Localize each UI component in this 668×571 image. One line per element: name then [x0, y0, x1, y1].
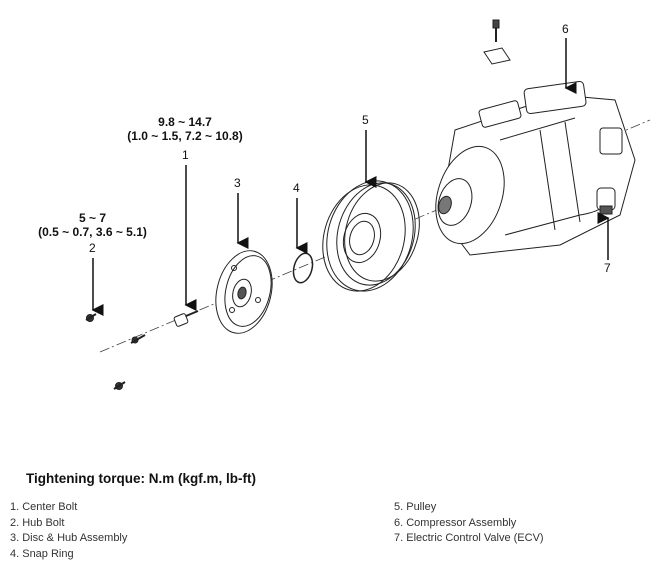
callout-5-number: 5: [362, 113, 369, 127]
snap-ring-drawing: [292, 252, 314, 284]
callout-3-number: 3: [234, 176, 241, 190]
center-bolt-drawing: [173, 310, 199, 327]
legend-item-center-bolt: 1. Center Bolt: [10, 501, 78, 513]
callout-2-torque-other: (0.5 ~ 0.7, 3.6 ~ 5.1): [38, 225, 147, 239]
callout-center-bolt-torque: 9.8 ~ 14.7 (1.0 ~ 1.5, 7.2 ~ 10.8): [120, 115, 250, 143]
legend-item-hub-bolt: 2. Hub Bolt: [10, 516, 65, 529]
torque-units-heading: Tightening torque: N.m (kgf.m, lb-ft): [26, 471, 256, 486]
callout-4-number: 4: [293, 181, 300, 195]
legend-item-ecv: 7. Electric Control Valve (ECV): [394, 532, 544, 544]
legend-right-column: 5. Pulley 6. Compressor Assembly 7. Elec…: [394, 500, 544, 547]
legend-item-pulley: 5. Pulley: [394, 501, 437, 513]
callout-2-torque-nm: 5 ~ 7: [78, 211, 107, 225]
pulley-drawing: [322, 180, 420, 292]
compressor-drawing: [435, 80, 636, 256]
legend-left-column: 1. Center Bolt 2. Hub Bolt 3. Disc & Hub…: [10, 500, 127, 562]
callout-1-torque-other: (1.0 ~ 1.5, 7.2 ~ 10.8): [127, 129, 243, 143]
callout-2-number: 2: [89, 241, 96, 255]
ecv-drawing: [596, 187, 616, 215]
exploded-view-diagram: [85, 19, 651, 390]
disc-hub-drawing: [215, 250, 273, 334]
callout-1-torque-nm: 9.8 ~ 14.7: [158, 115, 212, 129]
hub-bolt-drawing: [85, 313, 146, 390]
legend-item-disc-hub: 3. Disc & Hub Assembly: [10, 532, 128, 544]
bracket-bolt-drawing: [483, 19, 511, 65]
leader-lines: [91, 38, 610, 316]
callout-6-number: 6: [562, 22, 569, 36]
callout-1-number: 1: [182, 148, 189, 162]
legend-item-snap-ring: 4. Snap Ring: [10, 547, 74, 560]
callout-7-number: 7: [604, 261, 611, 275]
callout-hub-bolt-torque: 5 ~ 7 (0.5 ~ 0.7, 3.6 ~ 5.1): [30, 211, 155, 239]
legend-item-compressor: 6. Compressor Assembly: [394, 516, 517, 529]
